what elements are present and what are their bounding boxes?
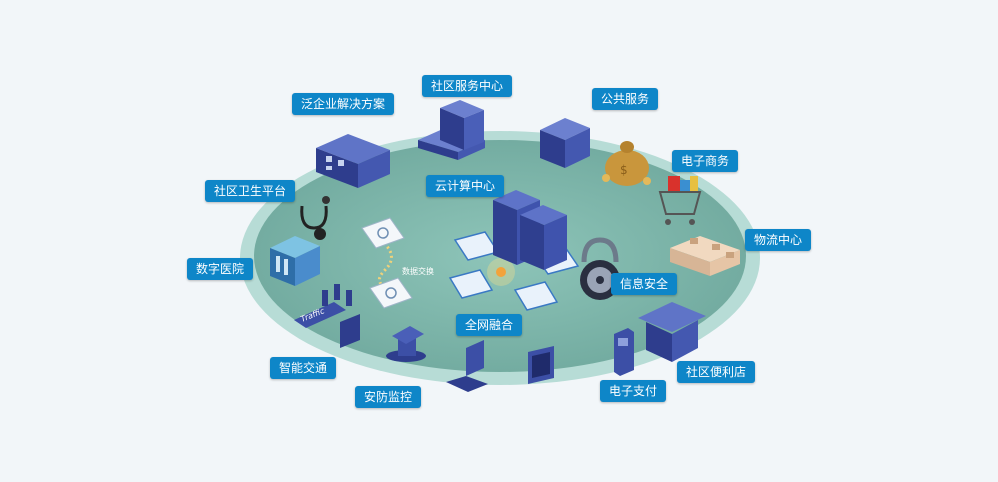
monitor-icon: [528, 346, 554, 384]
traffic-sign-icon: Traffic: [294, 284, 360, 348]
document-icon: [448, 269, 494, 299]
label-cloud-center: 云计算中心: [426, 175, 505, 197]
label-community-store: 社区便利店: [677, 361, 756, 383]
label-network-fusion: 全网融合: [456, 314, 523, 336]
padlock-icon: [580, 237, 620, 300]
svg-text:$: $: [620, 163, 628, 177]
label-enterprise-solution: 泛企业解决方案: [292, 93, 395, 115]
money-bag-icon: $: [602, 141, 651, 186]
hospital-icon: [270, 236, 320, 286]
document-icon: [513, 281, 559, 311]
label-e-payment: 电子支付: [600, 380, 667, 402]
document-icon: [361, 217, 405, 249]
office-building-icon: [540, 118, 590, 168]
label-community-health: 社区卫生平台: [205, 180, 296, 202]
network-core-dot: [496, 267, 506, 277]
office-building-icon: [316, 134, 390, 188]
label-security-monitor: 安防监控: [355, 386, 422, 408]
document-icon: [369, 277, 413, 309]
payment-terminal-icon: [614, 328, 634, 376]
packages-icon: [670, 236, 740, 276]
label-public-service: 公共服务: [592, 88, 659, 110]
label-logistics-center: 物流中心: [745, 229, 812, 251]
label-info-security: 信息安全: [611, 273, 678, 295]
stethoscope-icon: [300, 196, 330, 240]
label-smart-traffic: 智能交通: [270, 357, 337, 379]
cctv-camera-icon: [386, 326, 426, 362]
shopping-cart-icon: [658, 176, 702, 225]
tower-building-icon: [418, 100, 485, 160]
label-digital-hospital: 数字医院: [187, 258, 254, 280]
laptop-icon: [446, 340, 488, 392]
label-ecommerce: 电子商务: [672, 150, 739, 172]
server-rack-icon: [493, 190, 567, 270]
label-community-service-center: 社区服务中心: [422, 75, 513, 97]
data-exchange-label: 数据交换: [402, 267, 434, 276]
shop-icon: [638, 302, 706, 362]
